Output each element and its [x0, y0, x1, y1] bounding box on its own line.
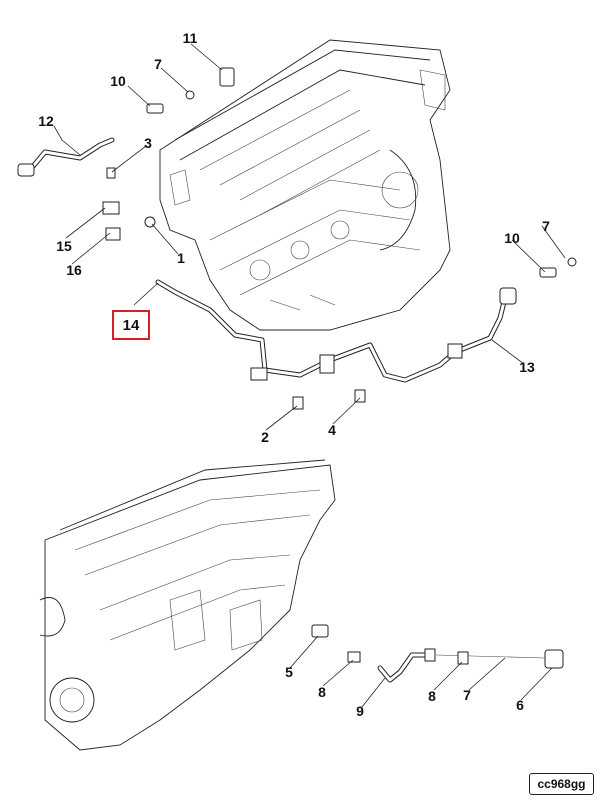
upper-engine-block	[159, 39, 451, 331]
drawing-id-label: cc968gg	[529, 773, 594, 795]
callout-16: 16	[66, 262, 82, 278]
callout-10: 10	[110, 73, 126, 89]
callout-12: 12	[38, 113, 54, 129]
callout-10: 10	[504, 230, 520, 246]
callout-7: 7	[154, 56, 162, 72]
callout-14-highlighted: 14	[112, 310, 150, 340]
callout-7: 7	[463, 687, 471, 703]
callout-5: 5	[285, 664, 293, 680]
callout-2: 2	[261, 429, 269, 445]
callout-15: 15	[56, 238, 72, 254]
part-9-pipe	[377, 648, 546, 683]
callout-4: 4	[328, 422, 336, 438]
callout-9: 9	[356, 703, 364, 719]
callout-8: 8	[318, 684, 326, 700]
lower-engine-block	[39, 459, 336, 751]
small-parts	[102, 67, 577, 669]
callout-1: 1	[177, 250, 185, 266]
callout-11: 11	[182, 30, 198, 46]
callout-8: 8	[428, 688, 436, 704]
part-14-pipe	[155, 279, 458, 383]
callout-6: 6	[516, 697, 524, 713]
callout-3: 3	[144, 135, 152, 151]
part-12-pipe	[17, 137, 115, 177]
callout-7: 7	[542, 218, 550, 234]
part-13-pipe	[447, 287, 517, 359]
callout-13: 13	[519, 359, 535, 375]
leader-lines	[53, 43, 566, 708]
